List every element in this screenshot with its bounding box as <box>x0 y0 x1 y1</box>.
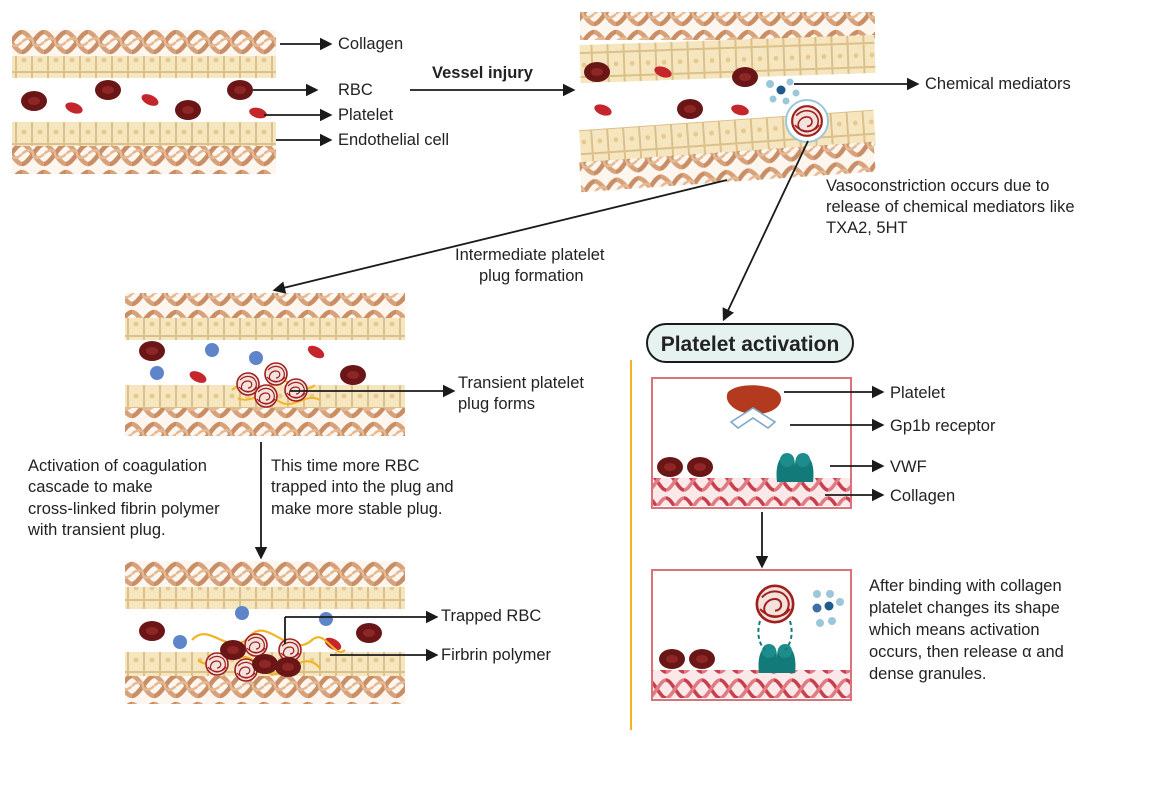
arrows <box>253 37 920 662</box>
label-endothelial-cell: Endothelial cell <box>338 131 449 149</box>
transient-plug-panel <box>125 293 405 436</box>
label-act-platelet: Platelet <box>890 384 946 402</box>
label-fibrin-polymer: Firbrin polymer <box>441 646 552 664</box>
label-chemical-mediators: Chemical mediators <box>925 75 1071 93</box>
label-act-collagen: Collagen <box>890 487 956 505</box>
label-platelet: Platelet <box>338 106 394 124</box>
label-vwf: VWF <box>890 458 927 476</box>
label-collagen: Collagen <box>338 35 404 53</box>
label-rbc: RBC <box>338 81 373 99</box>
normal-vessel-panel <box>12 30 276 174</box>
stable-plug-panel <box>125 561 405 704</box>
activation-box-2 <box>651 569 852 701</box>
label-vessel-injury: Vessel injury <box>432 64 533 82</box>
label-gp1b-receptor: Gp1b receptor <box>890 417 996 435</box>
injured-vessel-panel <box>579 12 876 193</box>
activation-box-1 <box>651 377 852 509</box>
platelet-activation-badge: Platelet activation <box>646 323 854 363</box>
label-trapped-rbc: Trapped RBC <box>441 607 542 625</box>
